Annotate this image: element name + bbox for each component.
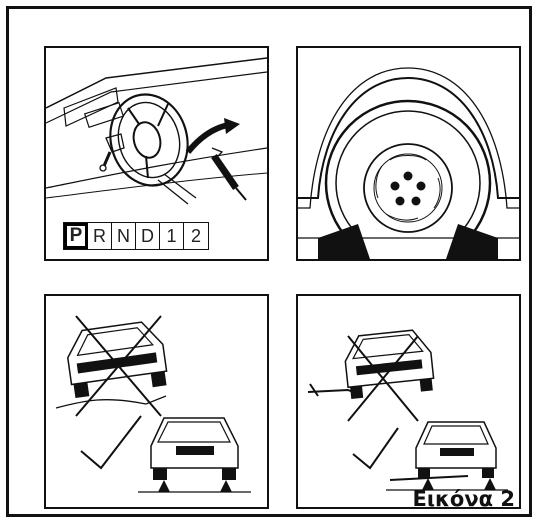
- gear-position-n: N: [112, 223, 136, 249]
- jacking-illustration-2: [298, 296, 519, 507]
- gear-position-2: 2: [184, 223, 208, 249]
- wheel-illustration: [298, 48, 519, 259]
- gear-position-1: 1: [160, 223, 184, 249]
- figure-frame: P R N D 1 2: [6, 6, 532, 517]
- gear-position-p: P: [64, 223, 88, 249]
- gear-position-d: D: [136, 223, 160, 249]
- panel-gear-selector: P R N D 1 2: [44, 46, 269, 261]
- figure-caption: Εικόνα 2: [412, 487, 515, 511]
- panel-jack-stands-1: [44, 294, 269, 509]
- jacking-illustration-1: [46, 296, 267, 507]
- gear-selector-strip: P R N D 1 2: [63, 222, 209, 250]
- panel-wheel-chocks: [296, 46, 521, 261]
- panel-jack-stands-2: [296, 294, 521, 509]
- gear-position-r: R: [88, 223, 112, 249]
